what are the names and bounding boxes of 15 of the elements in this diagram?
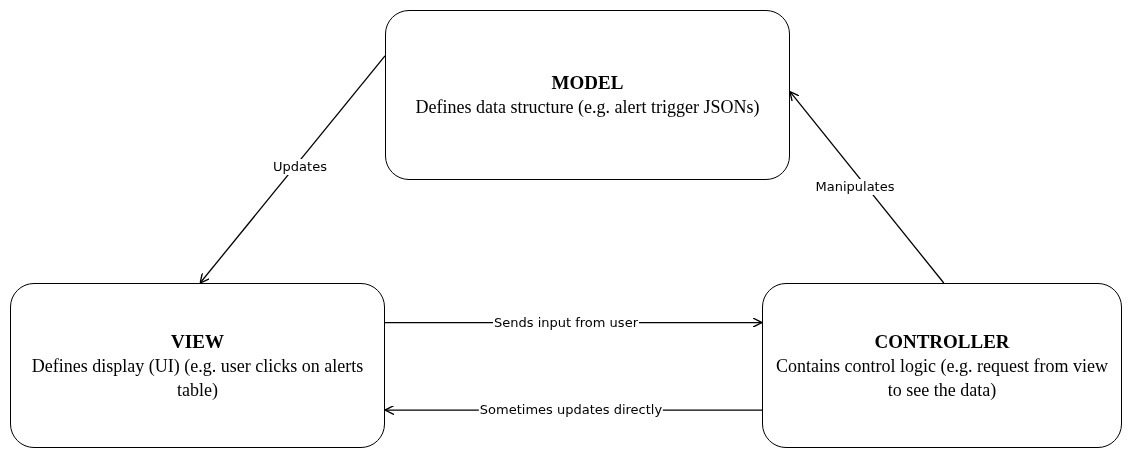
rounded-box [10,283,385,448]
node-description: Contains control logic (e.g. request from view to see the data) [775,354,1109,402]
node-title: MODEL [551,71,624,95]
node-description: Defines display (UI) (e.g. user clicks on alerts table) [30,354,365,402]
rounded-box [762,283,1122,448]
arrow [199,55,386,284]
arrow [789,90,945,284]
edge-label: Updates [272,159,328,175]
node-title: CONTROLLER [874,329,1010,354]
rounded-box [385,10,790,180]
edge-label: Manipulates [814,179,896,195]
node-title: VIEW [171,329,224,354]
edge-label: Sends input from user [493,315,639,331]
edge-label: Sometimes updates directly [478,402,664,418]
node-description: Defines data structure (e.g. alert trigger JSONs) [415,96,760,119]
